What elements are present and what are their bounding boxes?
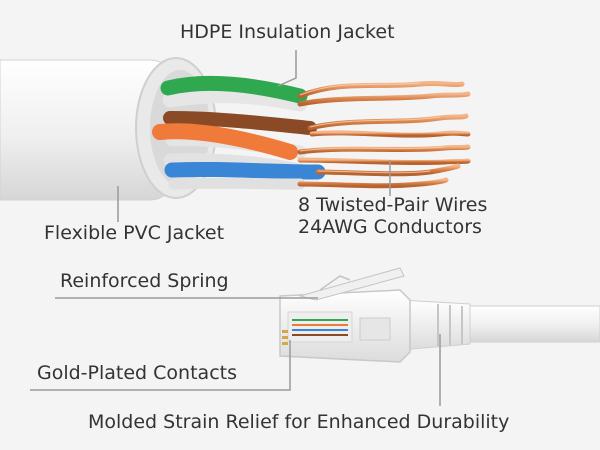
wire-white-top xyxy=(162,88,308,112)
wire-blue xyxy=(164,161,326,180)
strain-relief-ribs xyxy=(437,304,463,346)
plug-inner-wires xyxy=(292,319,348,336)
copper-conductors xyxy=(297,80,471,189)
cable-cross-section xyxy=(0,57,471,201)
label-strain-relief: Molded Strain Relief for Enhanced Durabi… xyxy=(88,411,510,433)
insulated-wires xyxy=(152,75,326,190)
label-gold-contacts: Gold-Plated Contacts xyxy=(37,362,237,384)
label-hdpe-insulation: HDPE Insulation Jacket xyxy=(180,21,395,43)
leader-hdpe xyxy=(277,50,297,87)
leader-gold xyxy=(30,340,291,391)
label-twisted-pair-line2: 24AWG Conductors xyxy=(298,215,482,238)
label-reinforced-spring: Reinforced Spring xyxy=(60,270,229,292)
label-pvc-jacket: Flexible PVC Jacket xyxy=(44,222,225,244)
label-twisted-pair: 8 Twisted-Pair Wires 24AWG Conductors xyxy=(298,194,488,239)
cable-tail xyxy=(469,305,600,343)
gold-contacts xyxy=(282,330,288,345)
rj45-plug xyxy=(279,267,600,363)
wire-orange xyxy=(152,123,298,160)
wire-white-bottom xyxy=(168,177,306,190)
copper-strand-highlights xyxy=(299,82,446,174)
leader-lines xyxy=(30,50,441,406)
wire-green xyxy=(160,75,308,104)
label-twisted-pair-line1: 8 Twisted-Pair Wires xyxy=(298,194,488,216)
wire-brown xyxy=(163,111,317,135)
